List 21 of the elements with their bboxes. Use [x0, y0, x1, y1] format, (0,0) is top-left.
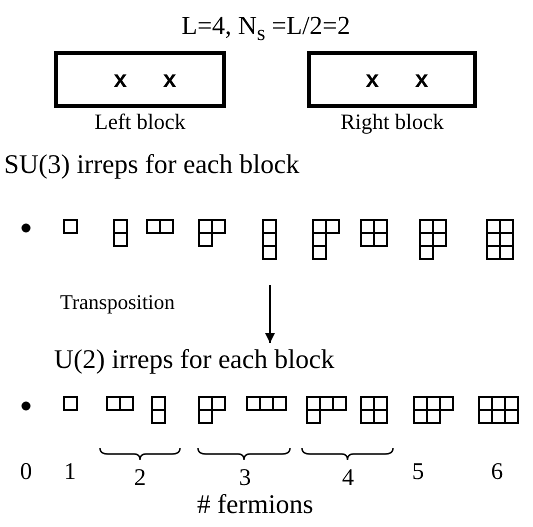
arrow	[265, 285, 275, 343]
count-label: 2	[134, 465, 146, 492]
axis-label: # fermions	[197, 490, 314, 520]
site-mark: x	[163, 68, 176, 92]
site-mark: x	[366, 68, 379, 92]
section-heading: SU(3) irreps for each block	[4, 148, 300, 180]
block-caption: Left block	[94, 110, 186, 134]
count-label: 5	[412, 459, 424, 486]
site-mark: x	[114, 68, 127, 92]
site-mark: x	[415, 68, 428, 92]
count-label: 1	[64, 459, 76, 486]
block-box	[54, 51, 226, 108]
count-label: 0	[20, 459, 32, 486]
section-heading: U(2) irreps for each block	[54, 343, 334, 376]
count-label: 4	[342, 465, 354, 492]
block-caption: Right block	[340, 110, 444, 134]
block-box	[307, 51, 477, 108]
count-label: 3	[239, 465, 251, 492]
edge-label: Transposition	[60, 291, 175, 314]
count-label: 6	[491, 459, 503, 486]
title: L=4, N$_{s}$ =L/2=2	[182, 12, 350, 46]
